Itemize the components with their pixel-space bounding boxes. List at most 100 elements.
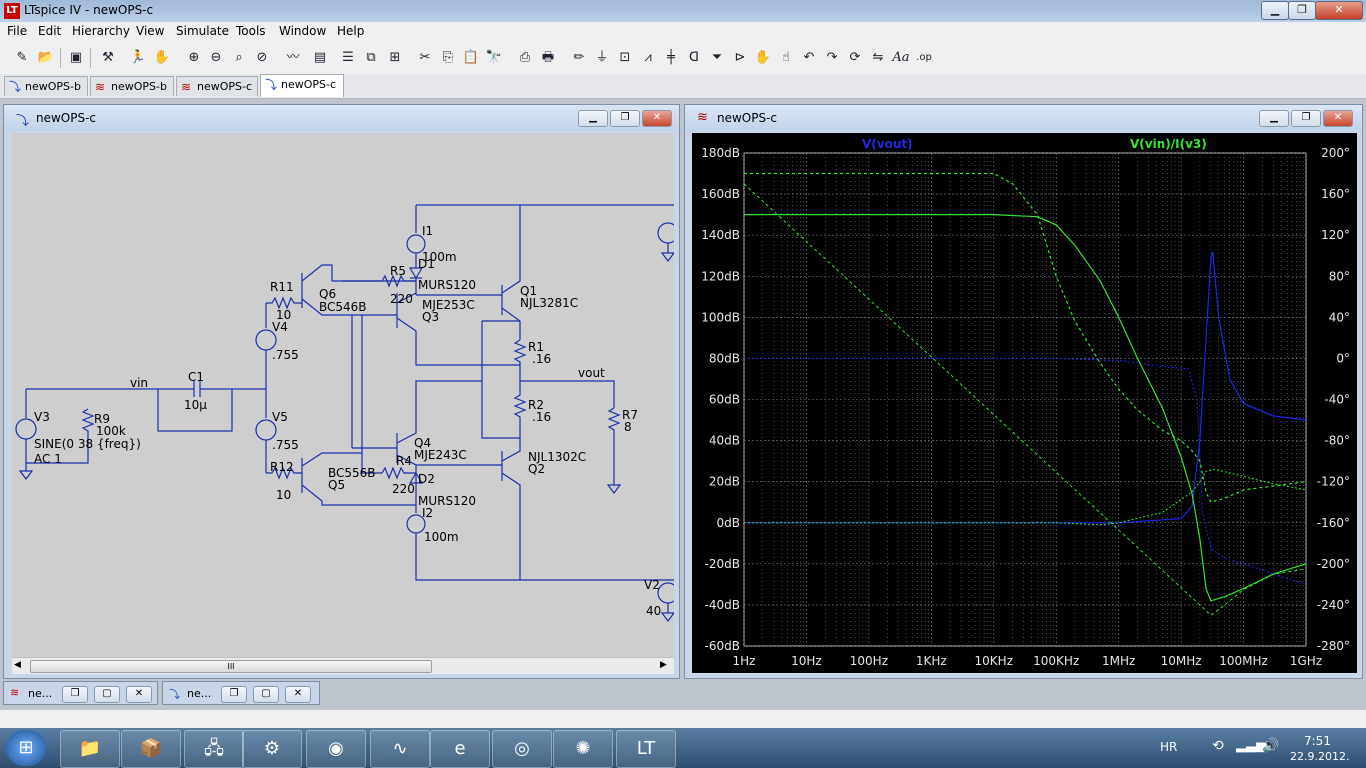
pan-hand-icon[interactable]: ✋ — [153, 50, 171, 65]
label-r7: R7 — [622, 408, 638, 422]
language-indicator[interactable]: HR — [1160, 740, 1178, 754]
sync-icon[interactable]: ⟲ — [1212, 738, 1224, 754]
menu-hierarchy[interactable]: Hierarchy — [72, 24, 131, 38]
hammer-icon[interactable]: ⚒ — [102, 50, 114, 65]
rotate-icon[interactable]: ⟳ — [849, 50, 861, 65]
tab-newops-b-waveform[interactable]: ≋ newOPS-b — [90, 76, 174, 96]
network-icon[interactable]: 🖧 — [184, 730, 244, 768]
waveform-icon[interactable]: 〰 — [286, 50, 300, 65]
tile-vertical-icon[interactable]: ⊞ — [389, 50, 401, 65]
menu-edit[interactable]: Edit — [38, 24, 62, 38]
drag-icon[interactable]: ☝ — [782, 50, 790, 65]
package-icon[interactable]: 📦 — [121, 730, 181, 768]
tile-horizontal-icon[interactable]: ▤ — [313, 50, 327, 65]
label-v3-ac: AC 1 — [34, 452, 62, 466]
menu-window[interactable]: Window — [279, 24, 327, 38]
ie-icon[interactable]: e — [430, 730, 490, 768]
open-file-icon[interactable]: 📂 — [37, 50, 55, 65]
minimized-close-button[interactable]: ✕ — [126, 686, 152, 703]
minimized-window-2[interactable]: ⤵ ne... ❐ ▢ ✕ — [162, 681, 320, 705]
label-q3-type: MJE253C — [422, 298, 475, 312]
waveform-icon: ≋ — [181, 80, 192, 94]
cascade-icon[interactable]: ☰ — [342, 50, 354, 65]
tab-newops-b-schematic[interactable]: ⤵ newOPS-b — [4, 76, 88, 96]
undo-icon[interactable]: ↶ — [803, 50, 815, 65]
zoom-fit-icon[interactable]: ⌕ — [235, 50, 243, 65]
volume-icon[interactable]: 🔊 — [1262, 738, 1280, 754]
ground-icon[interactable]: ⏚ — [595, 50, 609, 65]
scroll-left-arrow[interactable]: ◀ — [14, 660, 21, 670]
start-button[interactable]: ⊞ — [6, 730, 46, 766]
y-right-tick-label: 0° — [1336, 351, 1350, 365]
minimized-restore-button[interactable]: ❐ — [62, 686, 88, 703]
ltspice-icon[interactable]: LT — [616, 730, 676, 768]
signal-icon[interactable]: ▂▃▅ — [1236, 738, 1266, 753]
component-icon[interactable]: ⊳ — [734, 50, 746, 65]
y-right-tick-label: 80° — [1329, 269, 1350, 283]
paste-icon[interactable]: 📋 — [462, 50, 480, 65]
clock-time[interactable]: 7:51 — [1304, 734, 1331, 748]
save-icon[interactable]: ▣ — [69, 50, 83, 65]
minimized-close-button[interactable]: ✕ — [285, 686, 311, 703]
trace-magnitude-0 — [744, 251, 1307, 524]
run-icon[interactable]: 🏃 — [129, 50, 147, 65]
maximize-button[interactable]: ❐ — [1288, 1, 1316, 20]
open-schematic-icon[interactable]: ✎ — [16, 50, 28, 65]
browser-icon[interactable]: ◎ — [492, 730, 552, 768]
tab-newops-c-waveform[interactable]: ≋ newOPS-c — [176, 76, 258, 96]
paint-icon[interactable]: ✺ — [553, 730, 613, 768]
close-button[interactable]: ✕ — [1315, 1, 1363, 20]
y-right-tick-label: -160° — [1317, 516, 1350, 530]
copy-icon[interactable]: ⎘ — [442, 50, 454, 65]
schematic-horizontal-scrollbar[interactable]: ◀ III ▶ — [12, 657, 674, 674]
menu-help[interactable]: Help — [337, 24, 365, 38]
minimized-maximize-button[interactable]: ▢ — [94, 686, 120, 703]
settings-icon[interactable]: ⚙ — [242, 730, 302, 768]
zoom-out-icon[interactable]: ⊖ — [210, 50, 222, 65]
clock-date[interactable]: 22.9.2012. — [1290, 750, 1350, 763]
mirror-icon[interactable]: ⇋ — [872, 50, 884, 65]
minimized-maximize-button[interactable]: ▢ — [253, 686, 279, 703]
waveform-restore-button[interactable]: ❐ — [1291, 110, 1321, 127]
label-r7-value: 8 — [624, 420, 632, 434]
spice-directive-icon[interactable]: .op — [916, 52, 932, 63]
print-preview-icon[interactable]: ⎙ — [519, 50, 531, 65]
scope-icon[interactable]: ∿ — [370, 730, 430, 768]
wire-icon[interactable]: ✏ — [573, 50, 585, 65]
waveform-close-button[interactable]: ✕ — [1323, 110, 1353, 127]
print-icon[interactable]: 🖶 — [541, 50, 555, 65]
inductor-icon[interactable]: ᗡ — [689, 50, 699, 65]
cut-icon[interactable]: ✂ — [419, 50, 431, 65]
explorer-icon[interactable]: 📁 — [60, 730, 120, 768]
scroll-thumb[interactable]: III — [30, 660, 432, 673]
scroll-right-arrow[interactable]: ▶ — [660, 660, 667, 670]
antivirus-icon[interactable]: ◉ — [306, 730, 366, 768]
label-icon[interactable]: ⊡ — [619, 50, 631, 65]
minimized-window-1[interactable]: ≋ ne... ❐ ▢ ✕ — [3, 681, 158, 705]
schematic-canvas[interactable]: I1 100m D1 MURS120 R5 220 Q6 BC546B R11 … — [12, 133, 674, 657]
text-icon[interactable]: Aa — [892, 50, 910, 65]
zoom-in-icon[interactable]: ⊕ — [188, 50, 200, 65]
waveform-minimize-button[interactable]: ▁ — [1259, 110, 1289, 127]
schematic-close-button[interactable]: ✕ — [642, 110, 672, 127]
find-icon[interactable]: 🔭 — [485, 50, 503, 65]
tile-icon[interactable]: ⧉ — [366, 50, 376, 65]
schematic-restore-button[interactable]: ❐ — [610, 110, 640, 127]
capacitor-icon[interactable]: ╪ — [667, 50, 675, 65]
redo-icon[interactable]: ↷ — [826, 50, 838, 65]
tab-newops-c-schematic[interactable]: ⤵ newOPS-c — [260, 74, 344, 97]
diode-icon[interactable]: ⏷ — [711, 50, 723, 65]
schematic-icon: ⤵ — [9, 80, 22, 94]
menu-simulate[interactable]: Simulate — [176, 24, 230, 38]
zoom-cancel-icon[interactable]: ⊘ — [256, 50, 268, 65]
move-icon[interactable]: ✋ — [754, 50, 772, 65]
minimize-button[interactable]: ▁ — [1261, 1, 1289, 20]
menu-view[interactable]: View — [136, 24, 165, 38]
schematic-minimize-button[interactable]: ▁ — [578, 110, 608, 127]
menu-file[interactable]: File — [7, 24, 28, 38]
menu-tools[interactable]: Tools — [236, 24, 266, 38]
minimized-restore-button[interactable]: ❐ — [221, 686, 247, 703]
resistor-icon[interactable]: ⩘ — [644, 50, 652, 65]
